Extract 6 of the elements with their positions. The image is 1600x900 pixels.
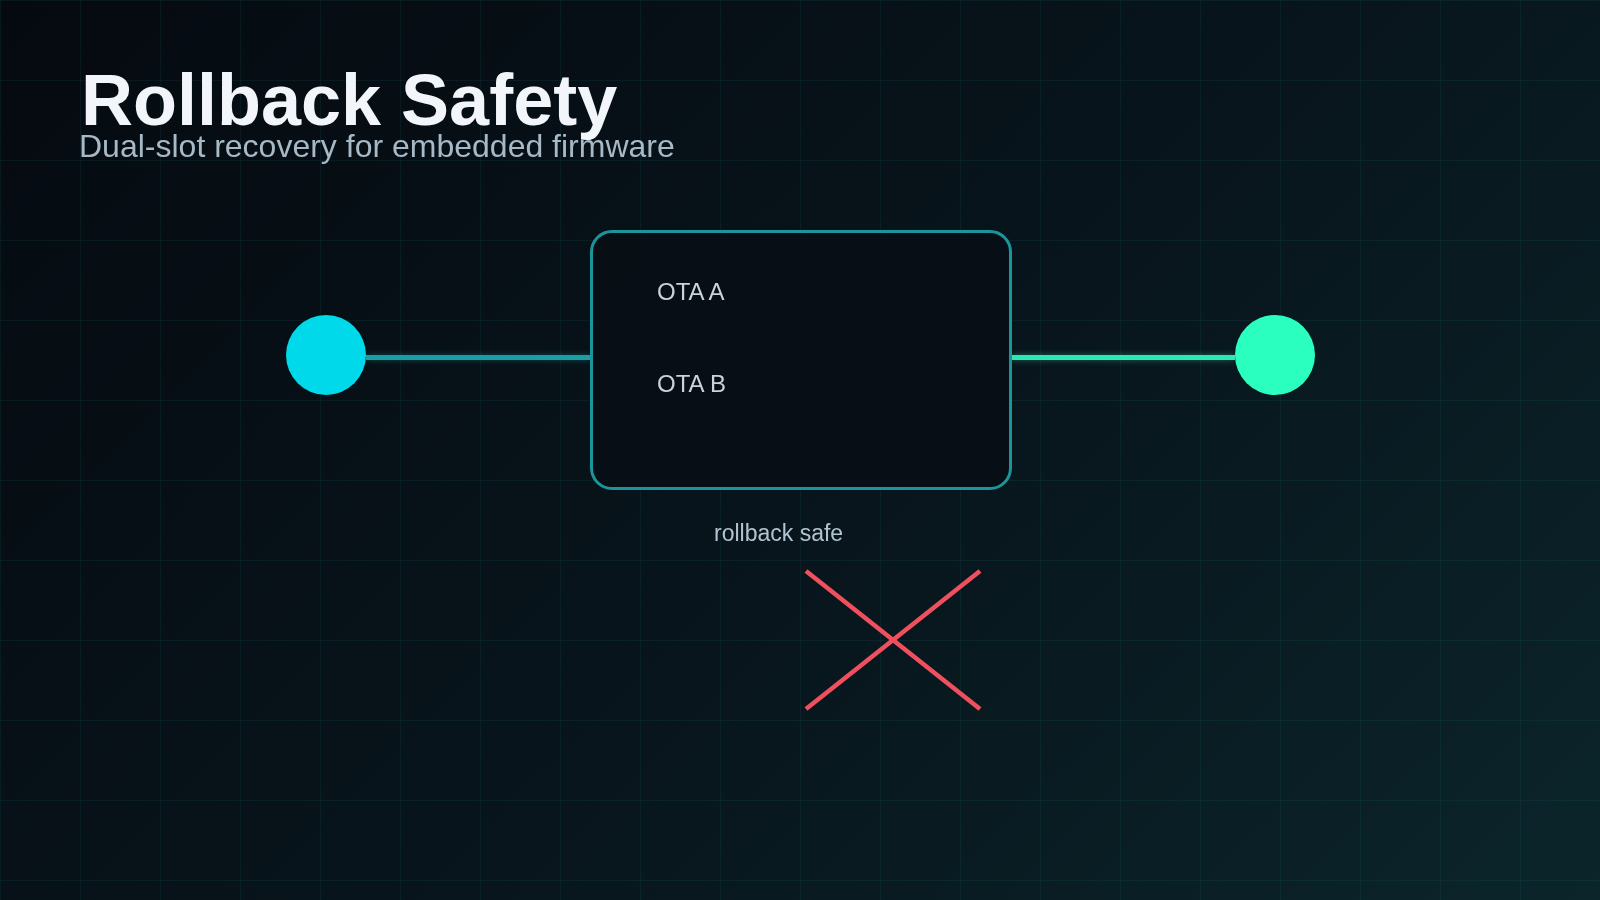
slot-panel xyxy=(590,230,1012,490)
caption-text: rollback safe xyxy=(714,522,844,545)
connector-line xyxy=(1012,355,1235,360)
slot-label: OTA A xyxy=(657,280,725,304)
connector-line xyxy=(366,355,590,360)
slot-label: OTA B xyxy=(657,372,726,396)
